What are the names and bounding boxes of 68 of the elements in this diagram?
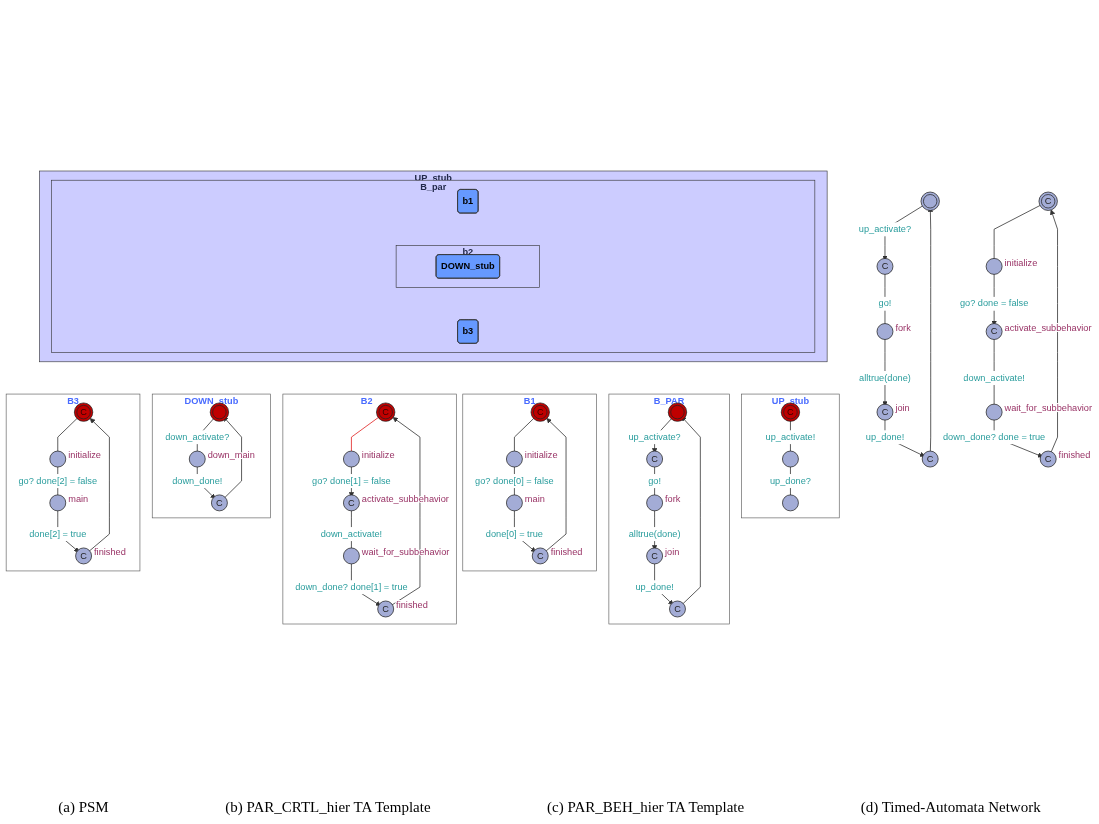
node-circle: C: [876, 403, 894, 421]
node-circle: [506, 450, 523, 468]
edge-label: alltrue(done): [859, 372, 911, 383]
node-circle: C: [1039, 450, 1057, 468]
state-name: initialize: [361, 450, 395, 461]
figure-caption: (a) PSM: [58, 799, 109, 816]
edge-label: up_done!: [635, 581, 674, 592]
state-name: initialize: [68, 450, 101, 461]
edge-label: down_activate!: [963, 372, 1025, 383]
node-circle: C: [531, 547, 549, 565]
edge-label: go? done[0] = false: [475, 475, 554, 486]
edge-label: go!: [648, 475, 662, 486]
node-circle: C: [211, 494, 228, 512]
node-circle: [343, 547, 360, 565]
node-circle: C: [669, 600, 686, 618]
node-circle: [343, 450, 360, 468]
edge-label: go? done[2] = false: [18, 475, 98, 486]
state-name: finished: [94, 547, 126, 558]
node-circle: C: [646, 450, 663, 468]
edge-label: go? done = false: [959, 297, 1029, 309]
state-name: main: [68, 494, 89, 505]
edge-label: go!: [878, 297, 892, 309]
node-circle: [782, 450, 799, 468]
state-name: wait_for_subbehavior: [361, 547, 450, 558]
node-circle: C: [921, 450, 939, 468]
state-name: join: [665, 547, 680, 558]
node-circle: [985, 258, 1003, 275]
node-circle: [49, 494, 67, 512]
edge-label: up_activate!: [765, 431, 816, 442]
figure-caption: (c) PAR_BEH_hier TA Template: [547, 799, 745, 816]
edge-label: done[0] = true: [485, 528, 543, 539]
state-name: finished: [1058, 450, 1091, 461]
state-name: main: [524, 494, 545, 505]
edge-label: up_activate?: [858, 223, 912, 234]
state-name: finished: [396, 600, 428, 611]
edge-label: down_activate?: [165, 431, 230, 442]
edge-label: down_done? done = true: [943, 431, 1046, 442]
node-circle: [782, 494, 799, 512]
node-circle: [646, 494, 663, 512]
node-circle: C: [75, 547, 92, 565]
edge-label: go? done[1] = false: [312, 475, 391, 486]
edge-label: alltrue(done): [628, 528, 681, 539]
state-name: initialize: [1004, 257, 1038, 268]
edge-label: done[2] = true: [29, 528, 87, 539]
state-name: fork: [895, 322, 911, 333]
edge-label: up_activate?: [628, 431, 681, 442]
state-name: fork: [665, 494, 681, 505]
node-circle: [985, 403, 1003, 421]
state-name: join: [895, 403, 910, 414]
state-name: finished: [550, 547, 583, 558]
node-circle: C: [377, 600, 395, 618]
edge-label: up_done?: [769, 475, 811, 486]
figure-caption: (b) PAR_CRTL_hier TA Template: [225, 799, 431, 816]
node-circle: C: [343, 494, 360, 512]
edge-label: down_done!: [172, 475, 223, 486]
state-name: activate_subbehavior: [361, 494, 449, 505]
node-circle: C: [646, 547, 663, 565]
node-circle: C: [985, 323, 1003, 340]
edge-label: down_done? done[1] = true: [295, 581, 408, 592]
state-name: initialize: [524, 450, 558, 461]
node-circle: [49, 450, 67, 468]
node-circle: [876, 323, 894, 340]
node-circle: C: [876, 258, 894, 275]
node-circle: [506, 494, 523, 512]
edge-label: down_activate!: [320, 528, 383, 539]
figure-caption: (d) Timed-Automata Network: [860, 799, 1041, 816]
node-circle: [188, 450, 206, 468]
edge-label: up_done!: [865, 431, 905, 442]
